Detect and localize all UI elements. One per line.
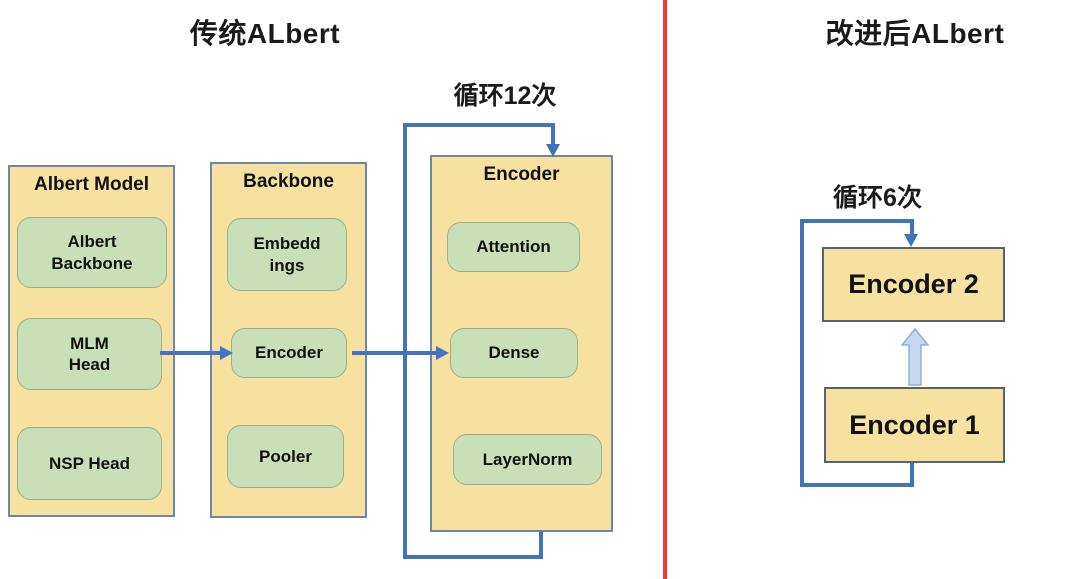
backbone-encoder-node: Encoder bbox=[231, 328, 347, 378]
right-loop-count-label: 循环6次 bbox=[833, 184, 922, 212]
right-loop-line-bottom bbox=[800, 483, 914, 487]
encoder1-to-encoder2-block-arrow-icon bbox=[901, 328, 929, 386]
right-loop-line-bottom-rise bbox=[910, 462, 914, 487]
backbone-frame-title: Backbone bbox=[243, 171, 334, 192]
section-divider-line bbox=[663, 0, 667, 579]
left-loop-count-label: 循环12次 bbox=[453, 82, 557, 110]
right-loop-arrowhead-icon bbox=[904, 234, 918, 247]
nsp-head-node: NSP Head bbox=[17, 427, 162, 500]
albert-backbone-node: Albert Backbone bbox=[17, 217, 167, 288]
right-loop-line-vertical bbox=[800, 219, 804, 487]
left-loop-line-bottom-rise bbox=[539, 531, 543, 559]
left-panel-title: 传统ALbert bbox=[189, 18, 341, 49]
mlm-head-node: MLM Head bbox=[17, 318, 162, 390]
mlm-to-encoder-arrowhead-icon bbox=[220, 346, 233, 360]
albert-model-frame-title: Albert Model bbox=[33, 174, 150, 195]
encoder-to-dense-arrow-line bbox=[352, 351, 437, 355]
embeddings-node: Embedd ings bbox=[227, 218, 347, 291]
left-loop-line-vertical bbox=[403, 123, 407, 559]
right-panel-title: 改进后ALbert bbox=[825, 18, 1005, 49]
mlm-to-encoder-arrow-line bbox=[160, 351, 222, 355]
right-loop-line-top bbox=[800, 219, 914, 223]
left-loop-line-top bbox=[403, 123, 555, 127]
encoder-to-dense-arrowhead-icon bbox=[436, 346, 449, 360]
encoder-1-node: Encoder 1 bbox=[824, 387, 1005, 463]
left-loop-arrowhead-icon bbox=[546, 144, 560, 157]
encoder-2-node: Encoder 2 bbox=[822, 247, 1005, 322]
pooler-node: Pooler bbox=[227, 425, 344, 488]
layernorm-node: LayerNorm bbox=[453, 434, 602, 485]
attention-node: Attention bbox=[447, 222, 580, 272]
right-loop-line-top-drop bbox=[910, 219, 914, 236]
left-loop-line-bottom bbox=[403, 555, 543, 559]
dense-node: Dense bbox=[450, 328, 578, 378]
left-loop-line-top-drop bbox=[551, 123, 555, 146]
encoder-frame-title: Encoder bbox=[483, 164, 560, 185]
